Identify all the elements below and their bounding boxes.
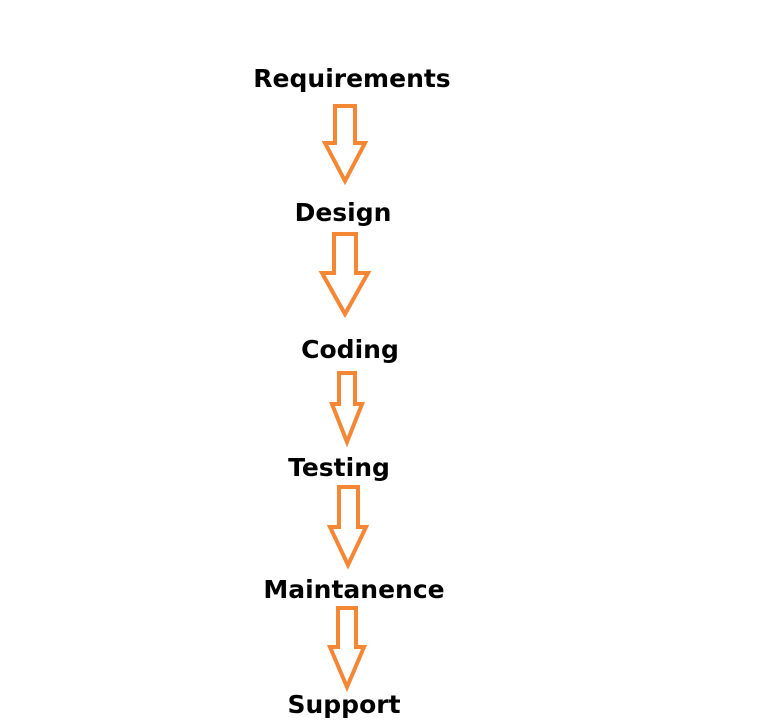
step-requirements-label: Requirements [253,64,451,93]
arrow-down-icon-2 [318,232,372,319]
arrow-down-icon-3 [329,371,365,448]
step-coding-label: Coding [301,335,399,364]
arrow-down-icon-1 [321,104,369,186]
step-testing-label: Testing [288,453,390,482]
arrow-down-icon-4 [326,485,370,570]
step-support-label: Support [287,690,401,719]
step-design-label: Design [294,198,392,227]
step-maintanence-label: Maintanence [263,575,445,604]
arrow-down-icon-5 [326,606,368,693]
